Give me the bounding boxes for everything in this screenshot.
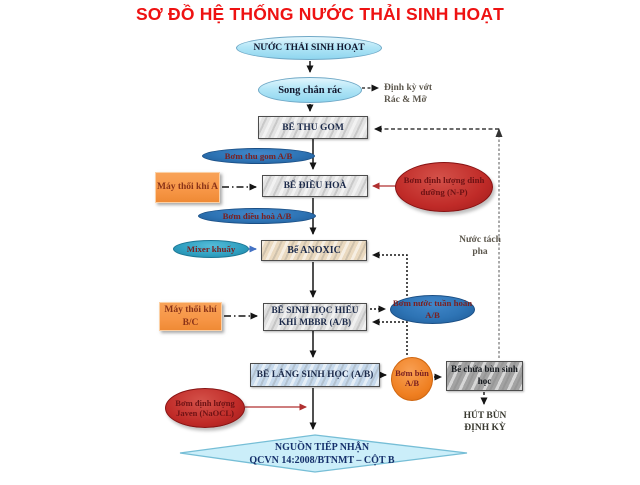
outlet-diamond bbox=[179, 434, 468, 473]
label-receiving-source: NGUỒN TIẾP NHẬN QCVN 14:2008/BTNMT – CỘT… bbox=[176, 438, 468, 470]
node-javen-dosing-pump: Bơm định lượng Javen (NaOCL) bbox=[165, 388, 245, 428]
label-skimming-note: Định kỳ vớt Rác & Mỡ bbox=[384, 82, 433, 105]
node-sludge-pump: Bơm bùn A/B bbox=[391, 357, 433, 401]
node-mbbr-tank: BỂ SINH HỌC HIẾU KHÍ MBBR (A/B) bbox=[263, 303, 367, 331]
label-sludge-removal: HÚT BÙN ĐỊNH KỲ bbox=[463, 410, 507, 433]
node-blower-bc: Máy thổi khí B/C bbox=[159, 302, 222, 331]
receiving-source-line2: QCVN 14:2008/BTNMT – CỘT B bbox=[249, 455, 395, 466]
node-source: NƯỚC THẢI SINH HOẠT bbox=[236, 36, 382, 60]
node-equalization-pump: Bơm điều hoà A/B bbox=[198, 208, 316, 224]
label-decant-water: Nước tách pha bbox=[459, 234, 501, 257]
node-collection-pump: Bơm thu gom A/B bbox=[202, 148, 315, 164]
node-nutrient-dosing-pump: Bơm định lượng dinh dưỡng (N-P) bbox=[395, 162, 493, 212]
node-bar-screen: Song chắn rác bbox=[258, 77, 362, 103]
node-blower-a: Máy thổi khí A bbox=[155, 172, 220, 203]
diagram-title: SƠ ĐỒ HỆ THỐNG NƯỚC THẢI SINH HOẠT bbox=[135, 4, 505, 24]
node-mixer: Mixer khuấy bbox=[173, 240, 249, 258]
node-recirculation-pump: Bơm nước tuần hoàn A/B bbox=[390, 295, 475, 324]
node-collection-tank: BỂ THU GOM bbox=[258, 116, 368, 139]
node-anoxic-tank: Bể ANOXIC bbox=[261, 240, 367, 261]
node-clarifier-tank: BỂ LẮNG SINH HỌC (A/B) bbox=[250, 363, 380, 387]
node-sludge-storage-tank: Bể chứa bùn sinh học bbox=[446, 361, 523, 391]
receiving-source-line1: NGUỒN TIẾP NHẬN bbox=[274, 442, 370, 453]
node-equalization-tank: BỂ ĐIỀU HOÀ bbox=[262, 175, 368, 197]
